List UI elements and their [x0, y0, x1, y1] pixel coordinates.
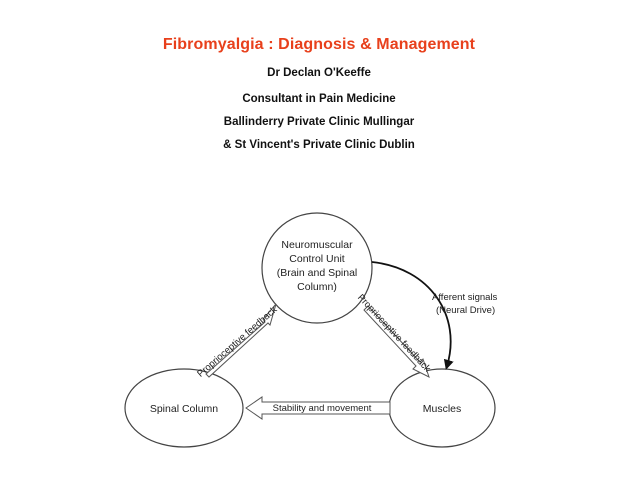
arrow-right-feedback: Proprioceptive feedback	[355, 292, 433, 378]
node-left-label: Spinal Column	[150, 403, 218, 415]
clinic-mullingar: Ballinderry Private Clinic Mullingar	[223, 116, 415, 128]
arrow-bottom-label: Stability and movement	[273, 403, 372, 414]
node-top-line-1: Neuromuscular	[281, 239, 353, 251]
slide-title: Fibromyalgia : Diagnosis & Management	[162, 36, 476, 53]
node-top-line-2: Control Unit	[289, 253, 345, 265]
node-right-label: Muscles	[423, 403, 462, 415]
node-neuromuscular-control-unit: Neuromuscular Control Unit (Brain and Sp…	[261, 212, 373, 324]
author-role: Consultant in Pain Medicine	[242, 93, 396, 105]
clinic-dublin: & St Vincent's Private Clinic Dublin	[223, 139, 415, 151]
arrow-right-label: Proprioceptive feedback	[355, 292, 433, 374]
node-muscles: Muscles	[388, 368, 496, 448]
arrow-afferent-label-1: Afferent signals	[432, 292, 498, 303]
arrow-afferent-label-2: (Neural Drive)	[436, 305, 495, 316]
author-name: Dr Declan O'Keeffe	[267, 67, 371, 79]
node-spinal-column: Spinal Column	[124, 368, 244, 448]
arrow-left-label: Proprioceptive feedback	[195, 304, 279, 379]
arrow-afferent-signals: Afferent signals (Neural Drive)	[371, 261, 498, 370]
arrow-left-feedback: Proprioceptive feedback	[195, 303, 280, 380]
node-top-line-3: (Brain and Spinal	[277, 267, 358, 279]
arrow-bottom-stability: Stability and movement	[245, 396, 391, 420]
node-top-line-4: Column)	[297, 281, 337, 293]
